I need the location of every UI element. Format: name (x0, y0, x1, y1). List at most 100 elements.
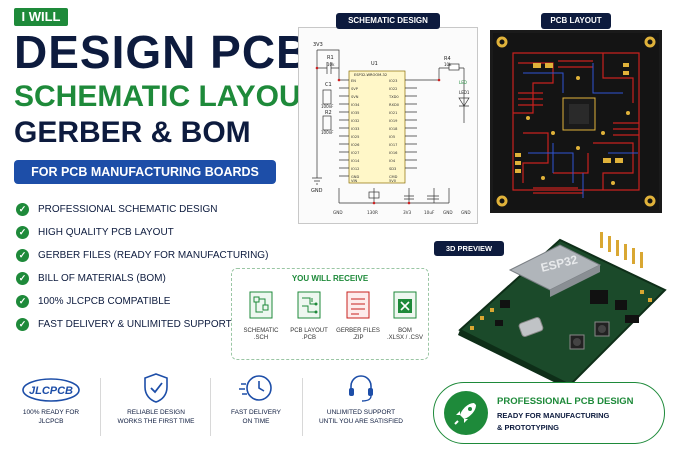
sch-3v3-label: 3V3 (313, 42, 323, 48)
sch-left-pin: IO27 (351, 151, 359, 155)
receive-item-line1: PCB LAYOUT (290, 328, 328, 334)
feature-item: ✓ HIGH QUALITY PCB LAYOUT (16, 221, 286, 244)
sch-bottom-label: GND (443, 210, 453, 215)
pcb-3d-preview: ESP32 (458, 232, 667, 390)
sch-led1-label: LED1 (459, 90, 470, 95)
feature-item: ✓ GERBER FILES (READY FOR MANUFACTURING) (16, 244, 286, 267)
sch-right-pin: 5V0 (389, 179, 397, 183)
check-icon: ✓ (16, 295, 29, 308)
delivery-line1: FAST DELIVERY (231, 409, 281, 416)
sch-right-pin: IO5 (389, 135, 395, 139)
sch-left-pin: IO33 (351, 127, 359, 131)
sch-led-label: LED (459, 80, 467, 85)
receive-item-line2: .PCB (301, 335, 316, 341)
sch-right-pin: IO19 (389, 119, 398, 123)
3d-preview-label: 3D PREVIEW (434, 241, 504, 256)
title-line-3: GERBER & BOM (14, 116, 251, 149)
sch-c1-label: C1 (325, 82, 332, 88)
sch-bottom-label: 130R (367, 210, 378, 215)
sch-r2-label: R2 (325, 110, 332, 116)
schematic-panel: 3V3 R1 10k C1 100nF R2 100nF GND U1 ESP3… (298, 27, 478, 224)
professional-title: PROFESSIONAL PCB DESIGN (497, 396, 634, 407)
jlcpcb-column: JLCPCB 100% READY FOR JLCPCB (10, 372, 92, 442)
feature-text: PROFESSIONAL SCHEMATIC DESIGN (38, 204, 218, 215)
pcb-file-icon (297, 291, 321, 319)
sch-bottom-label: 10uF (424, 210, 435, 215)
pcb-layout-panel (490, 30, 662, 213)
feature-text: 100% JLCPCB COMPATIBLE (38, 296, 171, 307)
divider (210, 378, 211, 436)
divider (302, 378, 303, 436)
sch-right-pin: IO22 (389, 87, 397, 91)
sch-bottom-label: 3V3 (403, 210, 412, 215)
feature-text: GERBER FILES (READY FOR MANUFACTURING) (38, 250, 269, 261)
check-icon: ✓ (16, 203, 29, 216)
sch-bottom-label: GND (333, 210, 343, 215)
sch-left-pin: IO12 (351, 167, 359, 171)
receive-item-schematic: SCHEMATIC .SCH (237, 290, 285, 342)
gerber-file-icon (346, 291, 370, 319)
divider (100, 378, 101, 436)
check-icon: ✓ (16, 318, 29, 331)
sch-right-pin: TXD0 (388, 95, 399, 99)
sch-left-pin: IO35 (351, 111, 359, 115)
receive-item-line1: BOM (398, 328, 412, 334)
receive-item-line2: .SCH (253, 335, 269, 341)
sch-u1-name: ESP32-WROOM-32 (354, 73, 387, 77)
sch-r1-label: R1 (327, 55, 334, 61)
bom-file-icon (393, 291, 417, 319)
clock-icon (239, 375, 272, 401)
support-line2: UNTIL YOU ARE SATISFIED (318, 418, 404, 425)
reliable-line2: WORKS THE FIRST TIME (117, 418, 195, 425)
schematic-file-icon (249, 291, 273, 319)
sch-right-pin: IO23 (389, 79, 397, 83)
shield-check-icon (144, 373, 168, 403)
check-icon: ✓ (16, 249, 29, 262)
check-icon: ✓ (16, 226, 29, 239)
sch-u1-label: U1 (371, 61, 378, 67)
receive-item-line2: .ZIP (352, 335, 364, 341)
support-column: UNLIMITED SUPPORT UNTIL YOU ARE SATISFIE… (306, 372, 416, 442)
sch-left-pin: EN (351, 79, 356, 83)
jlcpcb-line2: JLCPCB (38, 418, 64, 425)
sch-left-pin: SVP (351, 87, 359, 91)
reliable-column: RELIABLE DESIGN WORKS THE FIRST TIME (108, 372, 204, 442)
sch-right-pin: IO18 (389, 127, 398, 131)
schematic-drawing: 3V3 R1 10k C1 100nF R2 100nF GND U1 ESP3… (311, 42, 471, 215)
i-will-badge: I WILL (14, 8, 68, 26)
jlcpcb-logo-text: JLCPCB (29, 385, 73, 397)
subtitle-banner: FOR PCB MANUFACTURING BOARDS (14, 160, 276, 184)
schematic-label: SCHEMATIC DESIGN (336, 13, 440, 29)
sch-left-pin: IO26 (351, 143, 360, 147)
receive-item-line2: .XLSX / .CSV (386, 335, 423, 341)
feature-item: ✓ 100% JLCPCB COMPATIBLE (16, 290, 286, 313)
receive-item-pcb: PCB LAYOUT .PCB (285, 290, 333, 342)
sch-right-pin: IO4 (389, 159, 396, 163)
sch-left-pin: IO34 (351, 103, 360, 107)
receive-item-bom: BOM .XLSX / .CSV (381, 290, 429, 342)
feature-item: ✓FAST DELIVERY & UNLIMITED SUPPORT (16, 313, 286, 336)
delivery-line2: ON TIME (242, 418, 270, 425)
sch-left-pin: IO32 (351, 119, 359, 123)
pcb-layout-drawing (493, 33, 659, 210)
sch-right-pin: IO21 (389, 111, 397, 115)
feature-list: ✓ PROFESSIONAL SCHEMATIC DESIGN ✓ HIGH QUA… (16, 198, 286, 336)
feature-text: BILL OF MATERIALS (BOM) (38, 273, 166, 284)
check-icon: ✓ (16, 272, 29, 285)
sch-left-pin: SVN (351, 95, 359, 99)
sch-r4-value: 10k (444, 62, 452, 67)
title-line-1: DESIGN PCB (14, 26, 311, 78)
feature-text: HIGH QUALITY PCB LAYOUT (38, 227, 174, 238)
professional-icon-circle (444, 391, 488, 435)
sch-left-pin: IO25 (351, 135, 359, 139)
sch-c1-value: 100nF (321, 104, 334, 109)
jlcpcb-logo: JLCPCB (22, 378, 80, 402)
professional-line2: & PROTOTYPING (497, 423, 559, 432)
pcb-layout-label: PCB LAYOUT (541, 13, 611, 29)
receive-item-gerber: GERBER FILES .ZIP (334, 290, 382, 342)
sch-r2-value: 100nF (321, 130, 334, 135)
sch-bottom-label: GND (461, 210, 471, 215)
sch-right-pin: IO16 (389, 151, 398, 155)
rocket-icon (454, 403, 476, 425)
delivery-column: FAST DELIVERY ON TIME (216, 372, 296, 442)
